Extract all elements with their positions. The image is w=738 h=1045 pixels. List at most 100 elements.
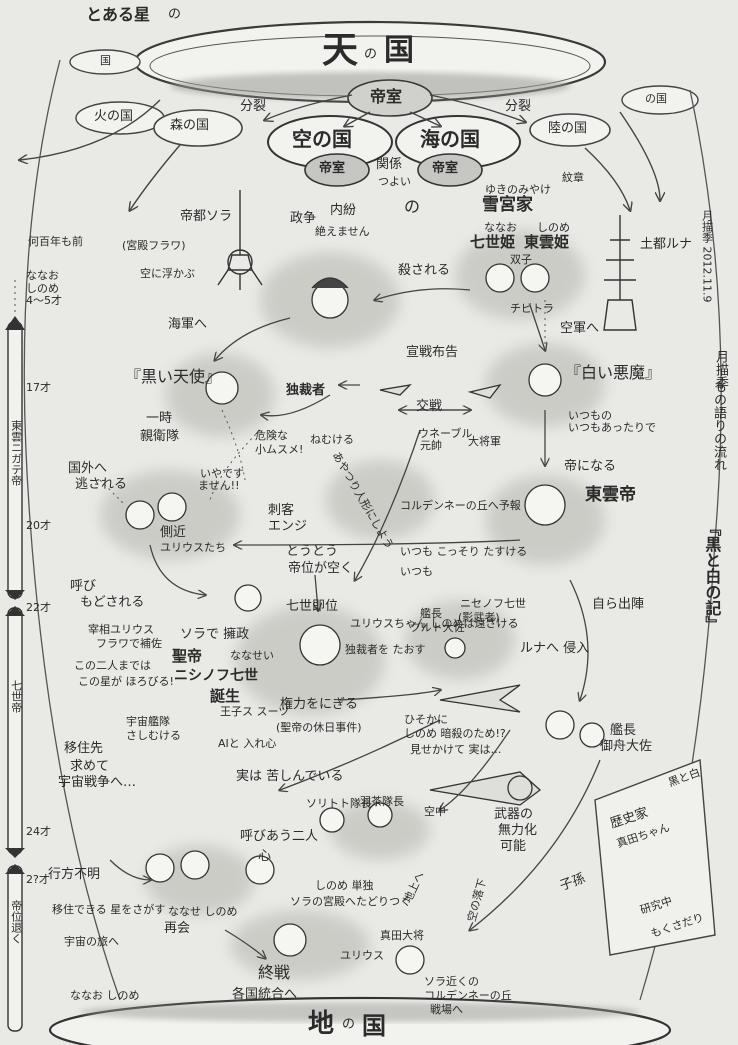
nation-fire: 火の国 bbox=[94, 109, 134, 124]
sea-imperial: 帝室 bbox=[432, 161, 459, 176]
wenerble-label: ウネーブル bbox=[418, 427, 473, 440]
close-aide: 側近 bbox=[160, 525, 187, 540]
seek-label: 求めて bbox=[70, 759, 110, 774]
nishino-nanase: ニシノフ七世 bbox=[174, 668, 258, 684]
timeline-period1: 東雲ニガテ帝 bbox=[9, 420, 23, 486]
nation-land: 陸の国 bbox=[548, 121, 588, 136]
heart-label: 心 bbox=[258, 849, 272, 864]
battlefield-label: 戦場へ bbox=[430, 1003, 463, 1016]
crest-label: 紋章 bbox=[562, 171, 584, 184]
timeline-age-last: 2?才 bbox=[26, 873, 50, 886]
former-label: 元帥 bbox=[420, 439, 442, 452]
weapon-label: 武器の bbox=[494, 807, 534, 822]
to-palace: ソラの宮殿へたどりつく bbox=[290, 895, 412, 908]
actually-suffer: 実は 苦しんでいる bbox=[236, 769, 344, 784]
timeline-age20: 20才 bbox=[26, 519, 51, 532]
white-devil: 『白い悪魔』 bbox=[565, 363, 662, 382]
called-back: 呼び bbox=[70, 579, 97, 594]
yuriusu-chan: ユリウスちゃん しのめは遠ざける bbox=[350, 617, 519, 630]
exchange-label: 交戦 bbox=[416, 399, 443, 414]
nation-small-right: の国 bbox=[645, 92, 667, 105]
title-no: の bbox=[168, 7, 182, 22]
to-navy: 海軍へ bbox=[168, 317, 208, 332]
prime-minister: 宰相ユリウス bbox=[88, 623, 154, 636]
to-airforce: 空軍へ bbox=[560, 321, 600, 336]
declaration-label: 宣戦布告 bbox=[406, 345, 459, 360]
war-label: 政争 bbox=[290, 211, 317, 226]
sky-label: 空中 bbox=[424, 805, 446, 818]
story-title: 『黒と白の記』 bbox=[702, 520, 722, 632]
author-label: 月描季 bbox=[712, 350, 728, 389]
as-always: いつもの bbox=[568, 409, 612, 422]
never-ends: 絶えません bbox=[315, 225, 370, 238]
captain-label: 艦長 bbox=[610, 723, 637, 738]
nanase-accession: 七世即位 bbox=[286, 599, 339, 614]
disable-label: 無力化 bbox=[498, 823, 538, 838]
dictator-become: 独裁者を たおす bbox=[345, 643, 426, 656]
nanase-shinome: ななせ しのめ bbox=[168, 905, 238, 918]
temporary-label: 一時 bbox=[146, 411, 173, 426]
until-then: この二人までは bbox=[74, 659, 151, 672]
touun-hime: 東雲姫 bbox=[524, 233, 570, 251]
shinome-solo: しのめ 単独 bbox=[315, 879, 374, 892]
killed-label: 殺される bbox=[398, 263, 451, 278]
seek-home: 移住できる 星をさがす bbox=[52, 903, 166, 916]
ship-note: さしむける bbox=[126, 729, 181, 742]
relation-no: の bbox=[404, 197, 421, 216]
returned-label: もどされる bbox=[80, 595, 145, 610]
heaven-big: 天 bbox=[322, 29, 359, 71]
twins-label: 双子 bbox=[510, 253, 532, 266]
commander-label: 大将軍 bbox=[468, 435, 501, 448]
moves-label: いつもあったりで bbox=[568, 421, 656, 434]
possible-label: 可能 bbox=[500, 839, 527, 854]
earth-big: 地 bbox=[308, 1009, 335, 1039]
timeline-start: ななお しのめ 4〜5才 bbox=[26, 269, 62, 308]
relation-label: 関係 bbox=[376, 157, 403, 172]
earth-no: の bbox=[342, 1017, 356, 1032]
secret-label: ひそかに bbox=[404, 713, 448, 726]
yukimiya-reading: ゆきのみやけ bbox=[485, 183, 551, 196]
holy-vacation: (聖帝の休日事件) bbox=[276, 721, 362, 734]
reunion-label: 再会 bbox=[164, 921, 191, 936]
mada-admiral: 真田大将 bbox=[380, 929, 424, 942]
unify-label: 各国統合へ bbox=[232, 987, 298, 1002]
heaven-country: 国 bbox=[384, 33, 414, 68]
hill-hope: コルデンネーの丘へ予報 bbox=[400, 499, 521, 512]
chibi-label: チビトラ bbox=[510, 302, 554, 315]
black-angel: 『黒い天使』 bbox=[125, 367, 222, 386]
wont2-label: ません!! bbox=[198, 479, 240, 492]
flower-support: フラワで補佐 bbox=[96, 637, 162, 650]
nation-small-left: 国 bbox=[100, 54, 111, 67]
kurt-label: クルト大佐 bbox=[410, 621, 465, 634]
timeline-age22: 22才 bbox=[26, 601, 51, 614]
sora-near: ソラ近くの bbox=[424, 975, 479, 988]
mifune-label: 御舟大佐 bbox=[600, 739, 653, 754]
grasp-power: 権力をにぎる bbox=[280, 697, 359, 712]
emigrate-label: 移住先 bbox=[64, 741, 104, 756]
enji-label: エンジ bbox=[268, 519, 308, 534]
danger-label: 危険な bbox=[255, 429, 288, 442]
date-stamp: 月描季 2012.11.9 bbox=[700, 210, 714, 303]
guard-label: 親衛隊 bbox=[140, 429, 180, 444]
shinome-reading: しのめ bbox=[537, 221, 570, 234]
ai-kiss: AIと 入れ心 bbox=[218, 737, 277, 750]
two-call: 呼びあう二人 bbox=[240, 829, 319, 844]
assassin-label: 刺客 bbox=[268, 503, 295, 518]
holy-emperor: 聖帝 bbox=[172, 647, 203, 665]
timeline-age17: 17才 bbox=[26, 381, 51, 394]
timeline-period2: 七世帝 bbox=[9, 680, 23, 713]
split-left: 分裂 bbox=[240, 99, 267, 114]
earth-country: 国 bbox=[362, 1011, 386, 1040]
becomes-emperor: 帝になる bbox=[564, 459, 617, 474]
abroad-label: 国外へ bbox=[68, 461, 108, 476]
capital-luna: 土都ルナ bbox=[640, 237, 693, 252]
timeline-period3: 帝位退く bbox=[9, 900, 23, 944]
nanao-reading: ななお bbox=[484, 221, 517, 234]
seems-label: 見せかけて 実は… bbox=[410, 743, 502, 756]
touun-emperor: 東雲帝 bbox=[585, 485, 636, 505]
yuriusu-label: ユリウスたち bbox=[160, 541, 226, 554]
space-journey: 宇宙の旅へ bbox=[64, 935, 119, 948]
always-help: いつも こっそり たすける bbox=[400, 545, 528, 558]
